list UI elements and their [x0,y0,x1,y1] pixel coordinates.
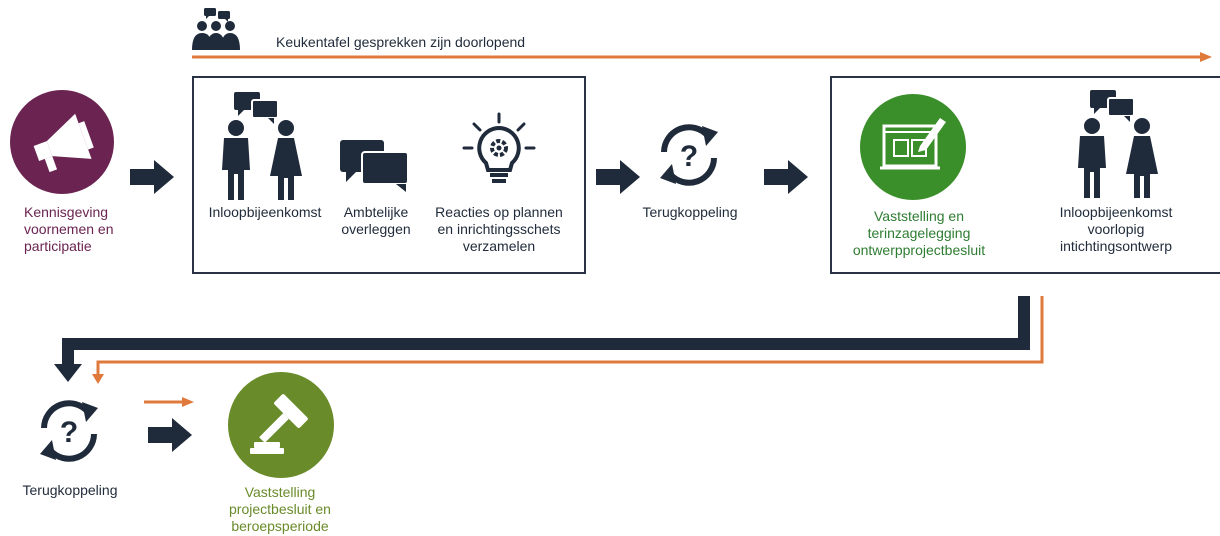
people-talking-icon [214,90,310,202]
terug2-label: Terugkoppeling [22,482,118,498]
kennisgeving-label: Kennisgeving voornemen en participatie [24,204,114,254]
refresh-question-icon: ? [654,122,724,188]
ambtelijk-label: Ambtelijke overleggen [341,204,411,237]
reacties-label: Reacties op plannen en inrichtingsschets… [435,204,563,254]
inloop1-label: Inloopbijeenkomst [208,204,322,220]
flow-arrow-4 [148,418,192,452]
speech-bubbles-icon [338,138,412,192]
svg-text:?: ? [60,416,78,449]
people-talking-icon [1070,88,1166,200]
terug1-label: Terugkoppeling [642,204,738,220]
orange-mini-arrow [144,397,194,407]
continuous-conversation-arrow [192,52,1212,62]
meeting-group-icon [190,6,242,52]
inloop2-label: Inloopbijeenkomst voorlopig intichtingso… [1059,204,1173,254]
vaststelling-ontwerp-label: Vaststelling en terinzagelegging ontwerp… [852,208,986,258]
return-connector [54,296,1044,384]
design-box [830,76,1220,274]
flow-arrow-3 [764,160,808,194]
blueprint-pencil-icon [860,94,966,200]
banner-text: Keukentafel gesprekken zijn doorlopend [276,34,526,50]
flow-arrow-2 [596,160,640,194]
lightbulb-gear-icon [462,112,536,186]
flow-arrow-1 [130,160,174,194]
megaphone-icon [10,90,114,194]
vaststelling-project-label: Vaststelling projectbesluit en beroepspe… [229,484,331,534]
refresh-question-icon: ? [34,398,104,464]
consultation-box [192,76,586,274]
svg-text:?: ? [680,140,698,173]
gavel-icon [228,372,334,478]
